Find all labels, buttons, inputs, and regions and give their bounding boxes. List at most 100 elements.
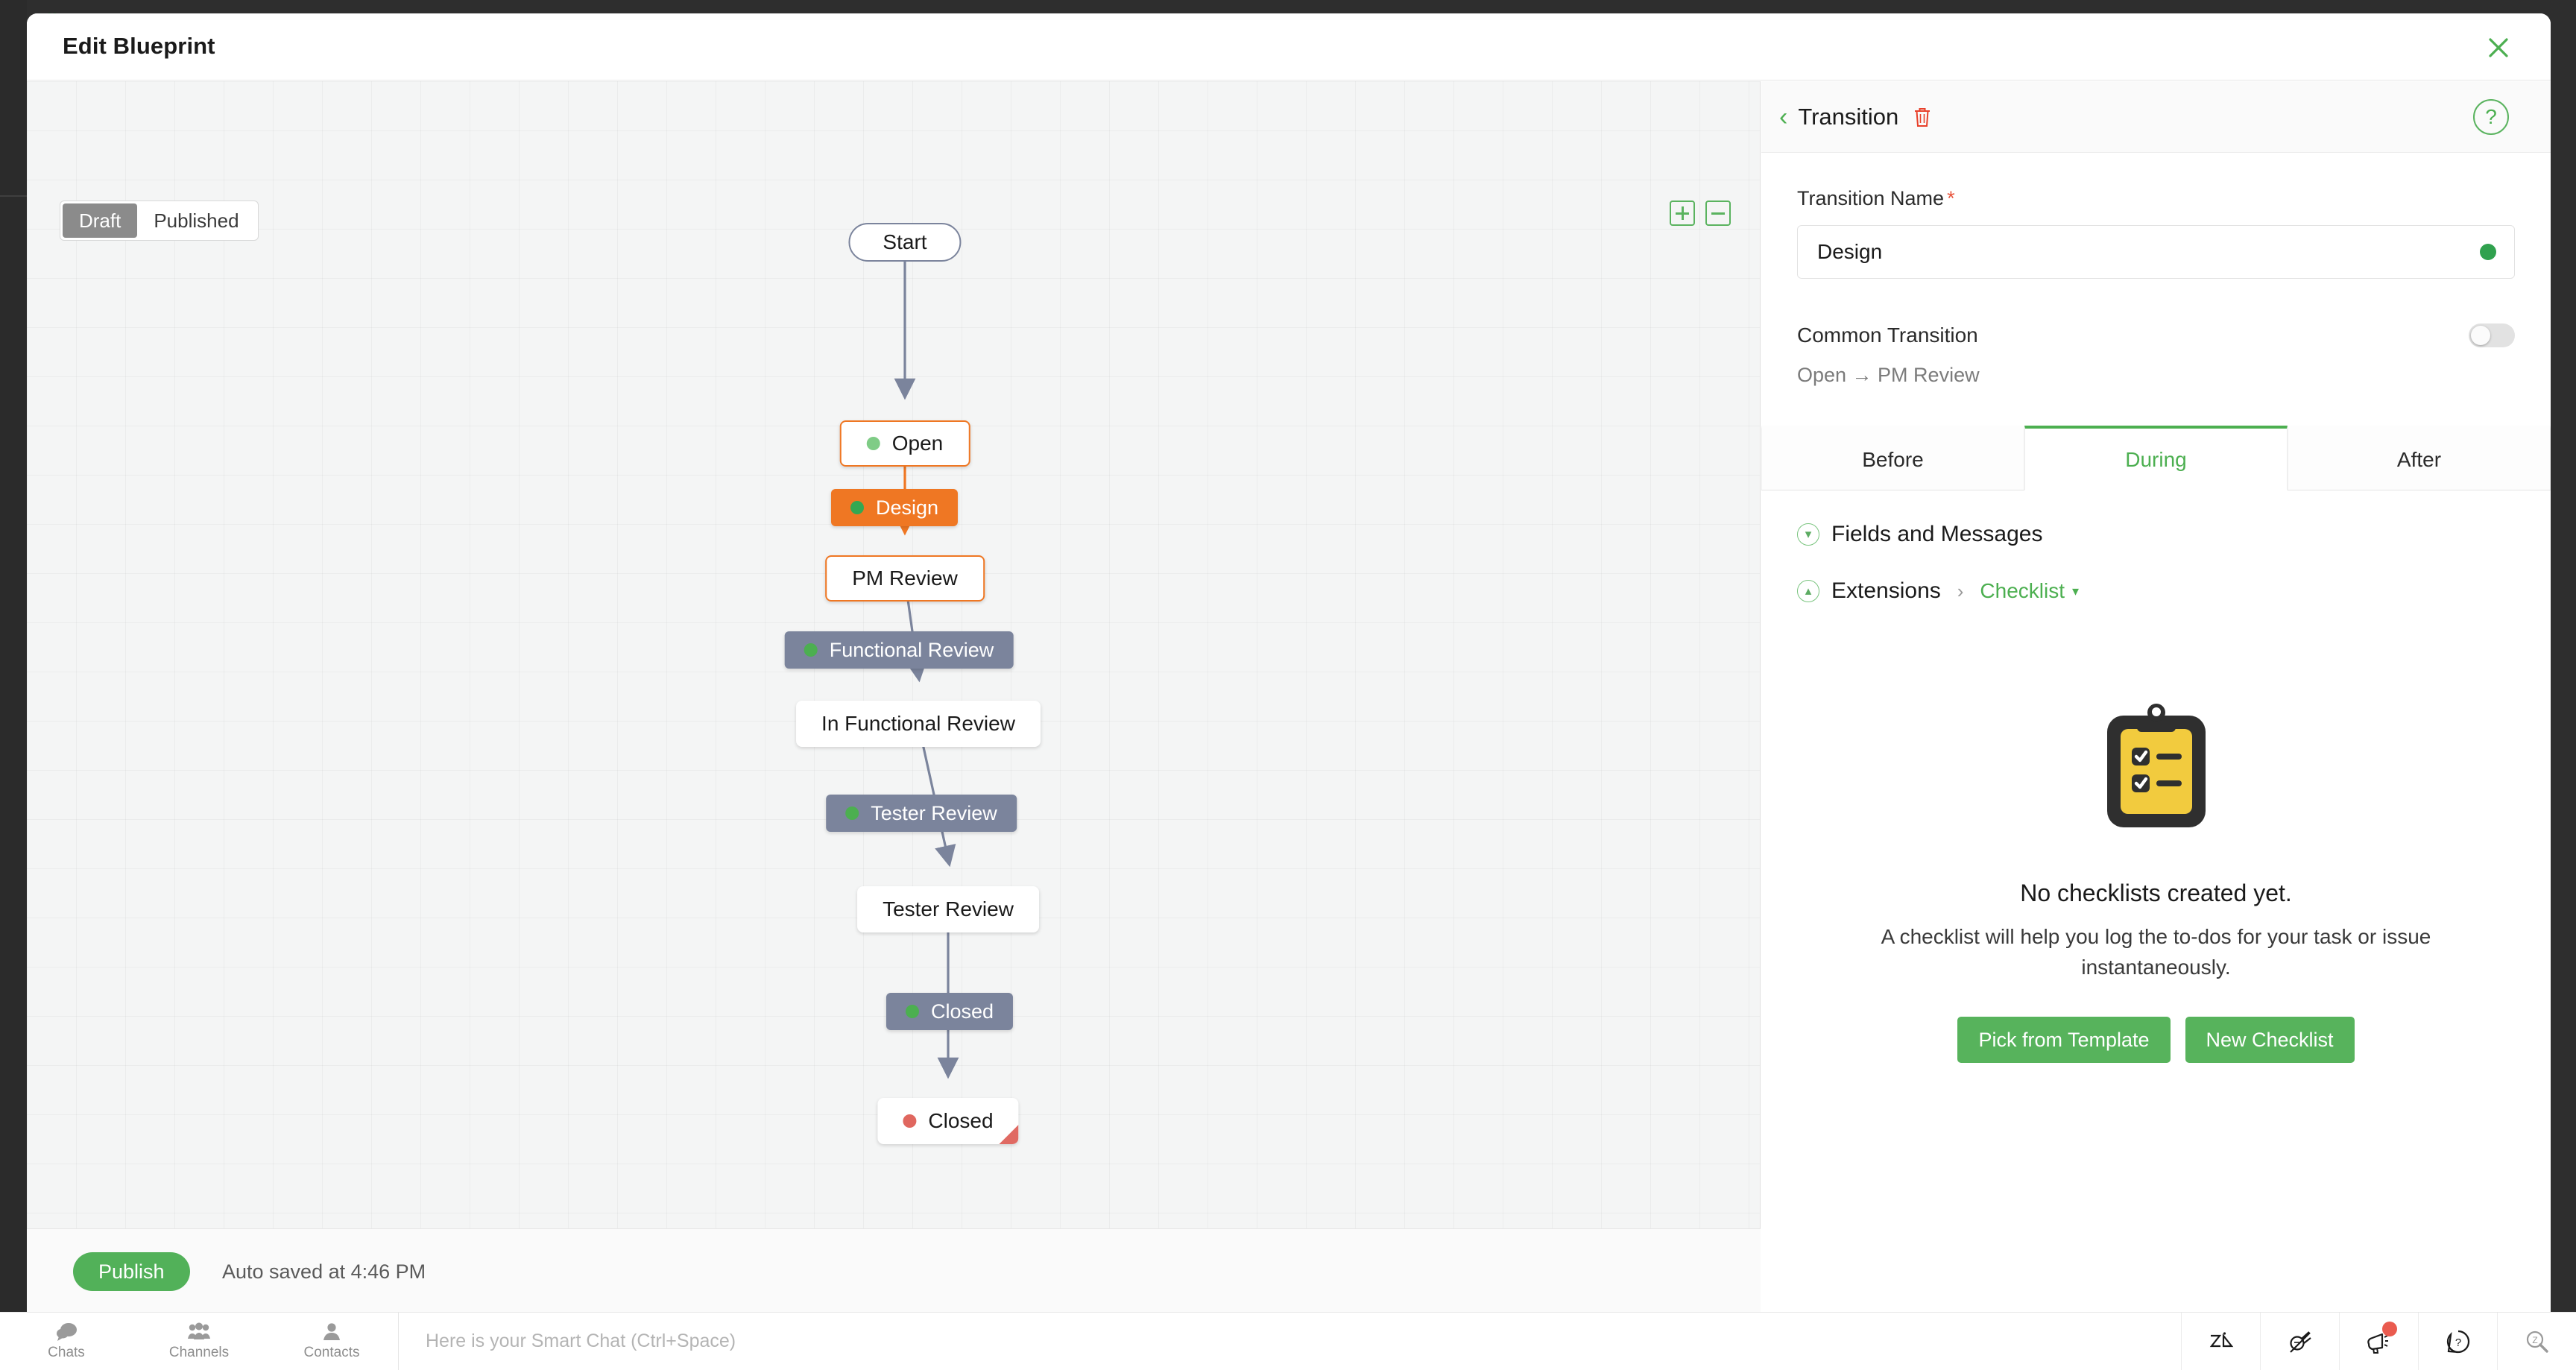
state-dot	[850, 501, 864, 514]
flow-node-label: Tester Review	[871, 801, 997, 824]
transition-name-label: Transition Name*	[1797, 187, 2515, 210]
publish-button[interactable]: Publish	[73, 1252, 190, 1291]
desktop-left-rail	[0, 0, 27, 1312]
flow-node-label: Closed	[928, 1109, 994, 1132]
breadcrumb-separator: ›	[1957, 579, 1964, 602]
common-transition-toggle[interactable]	[2469, 323, 2515, 347]
blueprint-canvas[interactable]: Draft Published	[27, 81, 1761, 1312]
phase-tabs[interactable]: Before During After	[1761, 426, 2551, 490]
flow-node-design-transition[interactable]: Design	[830, 489, 959, 526]
empty-state-title: No checklists created yet.	[2020, 880, 2292, 906]
new-checklist-button[interactable]: New Checklist	[2185, 1017, 2355, 1064]
flow-node-in-functional-review[interactable]: In Functional Review	[796, 701, 1041, 747]
app-taskbar: Chats Channels Contacts Here is your Sma…	[0, 1312, 2576, 1370]
flow-node-start[interactable]: Start	[848, 223, 962, 262]
notification-badge	[2382, 1322, 2397, 1336]
clipboard-checklist-icon	[2106, 704, 2206, 827]
section-fields-and-messages[interactable]: ▾ Fields and Messages	[1761, 522, 2551, 547]
edit-blueprint-modal: Edit Blueprint Draft Published	[27, 13, 2551, 1312]
taskbar-item-label: Chats	[48, 1344, 85, 1360]
taskbar-item-channels[interactable]: Channels	[133, 1313, 265, 1370]
flow-node-tester-review-state[interactable]: Tester Review	[857, 886, 1039, 932]
end-state-flag-icon	[999, 1125, 1019, 1144]
tab-before[interactable]: Before	[1761, 426, 2024, 490]
flow-node-label: Open	[891, 432, 944, 455]
page-title: Edit Blueprint	[63, 33, 215, 59]
zoom-controls[interactable]	[1670, 201, 1731, 226]
autosave-status: Auto saved at 4:46 PM	[222, 1260, 426, 1283]
taskbar-item-label: Contacts	[303, 1344, 360, 1360]
plug-disconnected-icon[interactable]	[2260, 1313, 2339, 1370]
state-dot	[845, 806, 859, 820]
zoom-out-button[interactable]	[1705, 201, 1731, 226]
transition-path-text: Open → PM Review	[1797, 364, 1980, 386]
flow-node-pm-review[interactable]: PM Review	[825, 555, 985, 602]
status-dot	[2480, 244, 2496, 260]
state-dot	[804, 643, 818, 657]
group-icon	[188, 1322, 210, 1339]
toggle-option-draft[interactable]: Draft	[63, 203, 138, 238]
flow-node-functional-review-transition[interactable]: Functional Review	[784, 631, 1014, 669]
flow-node-closed-state[interactable]: Closed	[877, 1098, 1019, 1144]
toggle-knob	[2471, 326, 2490, 345]
tab-during[interactable]: During	[2024, 426, 2288, 490]
section-extensions[interactable]: ▴ Extensions › Checklist ▾	[1761, 578, 2551, 604]
flow-node-label: Design	[875, 496, 939, 519]
chevron-left-icon[interactable]: ‹	[1779, 102, 1788, 131]
toggle-option-published[interactable]: Published	[154, 209, 239, 232]
empty-state-subtitle: A checklist will help you log the to-dos…	[1881, 925, 2431, 979]
zia-search-icon[interactable]: Z	[2497, 1313, 2576, 1370]
smart-chat-input[interactable]: Here is your Smart Chat (Ctrl+Space)	[398, 1313, 2181, 1370]
zoom-in-button[interactable]	[1670, 201, 1695, 226]
modal-header: Edit Blueprint	[27, 13, 2551, 81]
common-transition-row: Common Transition	[1797, 323, 2515, 347]
detail-panel-title: Transition	[1798, 103, 1899, 130]
taskbar-item-label: Channels	[168, 1344, 230, 1360]
help-glyph: ?	[2485, 105, 2497, 128]
transition-form: Transition Name* Common Transition Open …	[1761, 153, 2551, 387]
flow-node-closed-transition[interactable]: Closed	[886, 993, 1014, 1030]
trash-icon[interactable]	[1912, 105, 1933, 129]
extensions-checklist-dropdown[interactable]: Checklist	[1980, 579, 2065, 602]
empty-state-actions: Pick from Template New Checklist	[1806, 1017, 2506, 1064]
blueprint-flowchart: Start Open Design PM Review Functional R…	[27, 81, 1761, 1214]
rail-divider	[0, 195, 27, 197]
help-icon[interactable]: ?	[2473, 99, 2509, 135]
chevron-up-icon[interactable]: ▴	[1797, 580, 1819, 602]
flow-node-label: In Functional Review	[821, 712, 1015, 735]
draft-published-toggle[interactable]: Draft Published	[60, 201, 259, 241]
section-title: Extensions	[1831, 578, 1941, 603]
pick-from-template-button[interactable]: Pick from Template	[1957, 1017, 2171, 1064]
state-dot	[903, 1114, 917, 1128]
close-icon[interactable]	[2482, 31, 2515, 64]
detail-panel-header: ‹ Transition ?	[1761, 81, 2551, 153]
chevron-down-icon[interactable]: ▾	[2072, 583, 2080, 599]
zia-icon[interactable]	[2181, 1313, 2260, 1370]
person-icon	[323, 1322, 340, 1340]
flow-node-open[interactable]: Open	[839, 420, 970, 467]
state-dot	[905, 1005, 919, 1018]
help-icon[interactable]: ?	[2418, 1313, 2497, 1370]
megaphone-icon[interactable]	[2339, 1313, 2418, 1370]
taskbar-item-chats[interactable]: Chats	[0, 1313, 133, 1370]
blueprint-footer: Publish Auto saved at 4:46 PM	[27, 1228, 1761, 1312]
flow-node-label: Tester Review	[883, 897, 1014, 921]
transition-name-input[interactable]	[1817, 240, 2495, 264]
taskbar-right-icons: ? Z	[2181, 1313, 2576, 1370]
checklist-empty-state: No checklists created yet. A checklist w…	[1761, 702, 2551, 1064]
smart-chat-placeholder: Here is your Smart Chat (Ctrl+Space)	[426, 1330, 736, 1351]
state-dot	[866, 437, 880, 450]
section-title: Fields and Messages	[1831, 522, 2043, 546]
flow-node-tester-review-transition[interactable]: Tester Review	[826, 795, 1017, 832]
label-text: Transition Name	[1797, 187, 1945, 209]
required-asterisk: *	[1947, 187, 1955, 209]
tab-after[interactable]: After	[2288, 426, 2551, 490]
svg-text:Z: Z	[2532, 1335, 2537, 1345]
transition-name-field[interactable]	[1797, 225, 2515, 279]
flow-node-label: Closed	[930, 1000, 994, 1023]
transition-detail-panel: ‹ Transition ? Transition Name*	[1761, 81, 2551, 1312]
modal-body: Draft Published	[27, 81, 2551, 1312]
chevron-down-icon[interactable]: ▾	[1797, 523, 1819, 546]
taskbar-item-contacts[interactable]: Contacts	[265, 1313, 398, 1370]
taskbar-left-items: Chats Channels Contacts	[0, 1313, 398, 1370]
